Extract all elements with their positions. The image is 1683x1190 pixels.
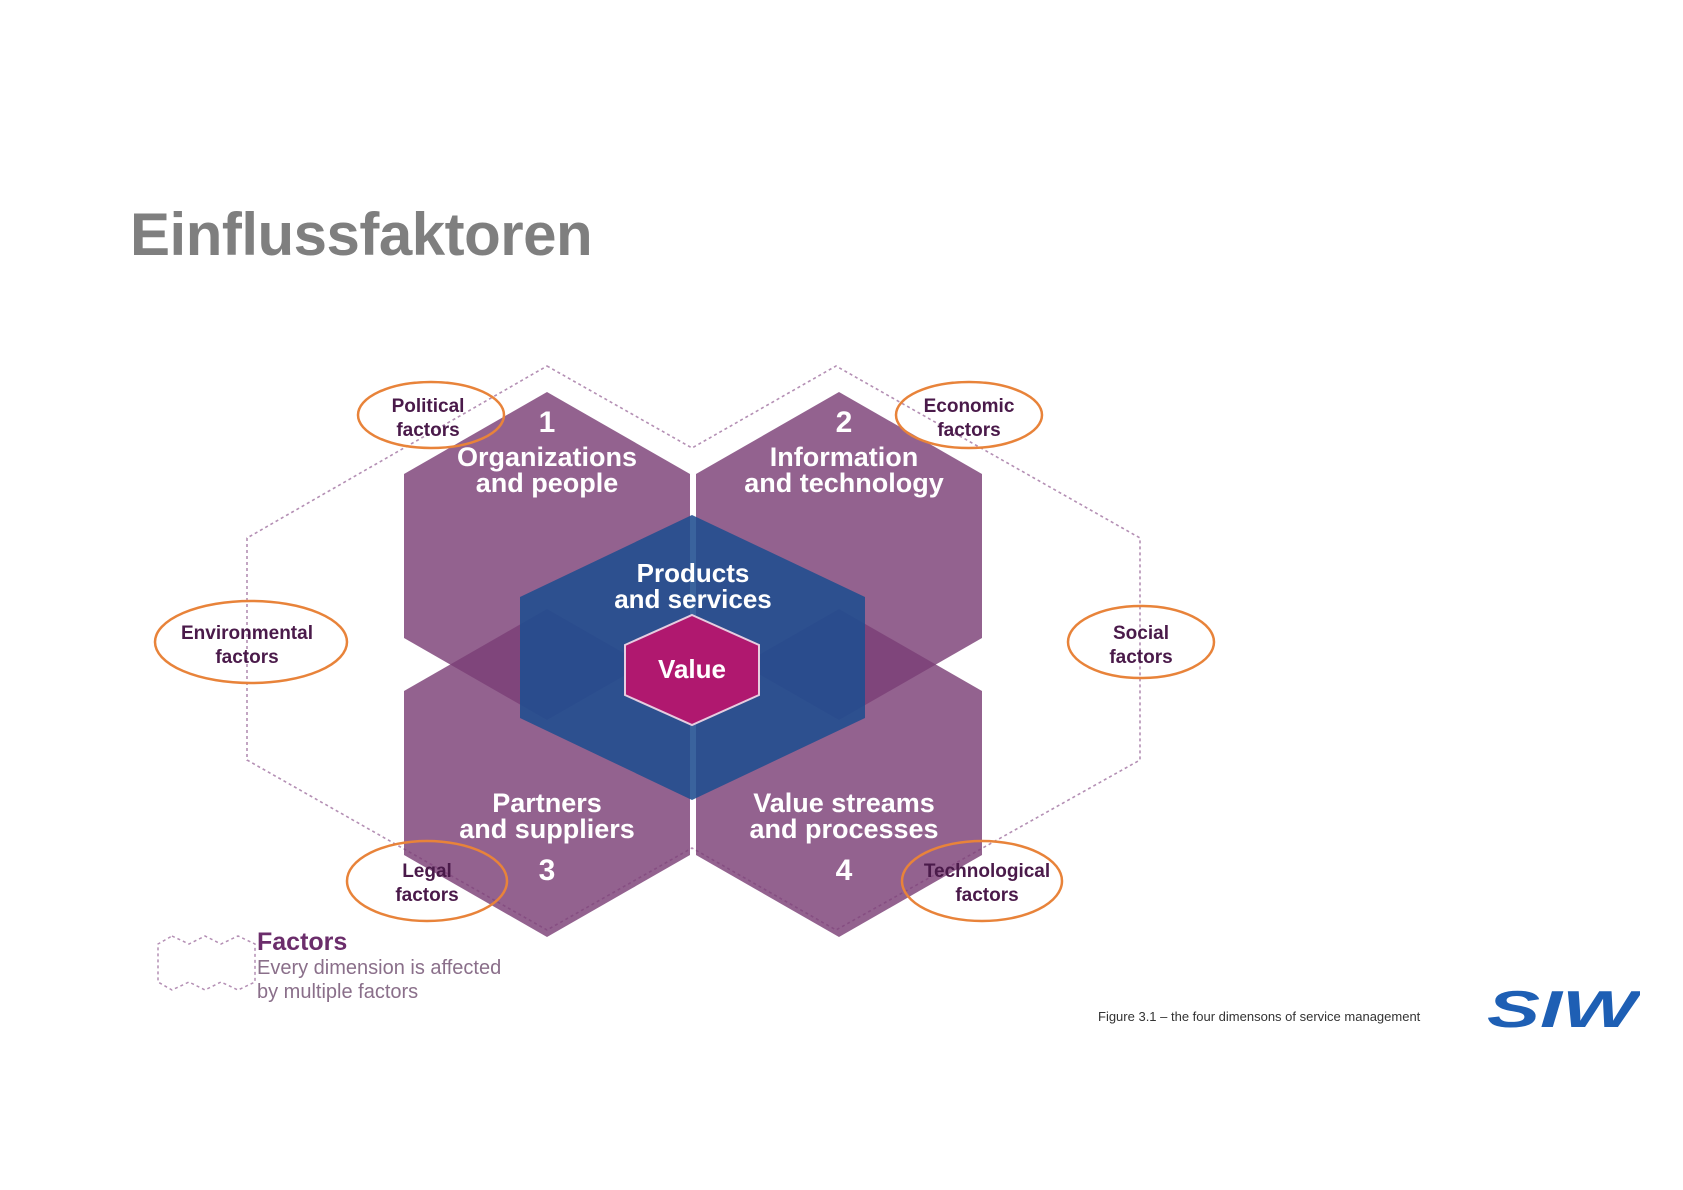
factor-social-line2: factors	[1109, 647, 1172, 668]
center-label-line1: Products	[637, 558, 750, 588]
factors-outline	[246, 365, 1141, 931]
factor-social: Social factors	[1066, 604, 1216, 680]
dimension-2-label-line2: and technology	[744, 468, 944, 498]
center-label-line2: and services	[614, 584, 772, 614]
factor-technological-highlight	[900, 839, 1064, 923]
factor-legal: Legal factors	[345, 839, 509, 923]
dimension-1-number: 1	[539, 406, 556, 439]
dimension-2-label-line1: Information	[770, 442, 919, 472]
factor-economic-line2: factors	[937, 420, 1000, 441]
siw-logo-text: SIW	[1487, 983, 1640, 1031]
factor-political-line2: factors	[396, 420, 459, 441]
figure-caption: Figure 3.1 – the four dimensons of servi…	[1098, 1009, 1421, 1024]
legend-factors-icon	[157, 935, 256, 991]
factor-economic-line1: Economic	[924, 396, 1015, 417]
factor-political-highlight	[356, 380, 506, 450]
page-title: Einflussfaktoren	[130, 201, 593, 268]
value-label: Value	[658, 654, 726, 684]
factor-political-line1: Political	[392, 396, 465, 417]
legend-title: Factors	[257, 928, 347, 956]
dimension-2-number: 2	[836, 406, 853, 439]
dimension-3-label-line1: Partners	[492, 788, 602, 818]
factor-technological-line2: factors	[955, 885, 1018, 906]
factor-legal-line1: Legal	[402, 861, 452, 882]
factor-social-line1: Social	[1113, 623, 1169, 644]
dimension-4-number: 4	[836, 854, 853, 887]
factor-economic: Economic factors	[894, 380, 1044, 450]
dimension-1-label-line1: Organizations	[457, 442, 637, 472]
dimension-4-label-line1: Value streams	[753, 788, 935, 818]
factor-environmental-line2: factors	[215, 647, 278, 668]
factor-social-highlight	[1066, 604, 1216, 680]
legend-description-line2: by multiple factors	[257, 981, 418, 1003]
factor-environmental: Environmental factors	[153, 599, 349, 685]
siw-logo: SIW	[1487, 983, 1640, 1031]
factor-environmental-line1: Environmental	[181, 623, 313, 644]
legend-description-line1: Every dimension is affected	[257, 957, 501, 979]
dimension-1-label-line2: and people	[476, 468, 619, 498]
factor-technological: Technological factors	[900, 839, 1064, 923]
dimension-4-label-line2: and processes	[749, 814, 938, 844]
value-hexagon	[624, 613, 760, 727]
factor-legal-highlight	[345, 839, 509, 923]
factor-legal-line2: factors	[395, 885, 458, 906]
legend: Factors Every dimension is affected by m…	[157, 928, 501, 1003]
dimension-3-label-line2: and suppliers	[459, 814, 635, 844]
factor-technological-line1: Technological	[924, 861, 1050, 882]
factor-environmental-highlight	[153, 599, 349, 685]
dimension-3-number: 3	[539, 854, 556, 887]
factor-political: Political factors	[356, 380, 506, 450]
factor-economic-highlight	[894, 380, 1044, 450]
